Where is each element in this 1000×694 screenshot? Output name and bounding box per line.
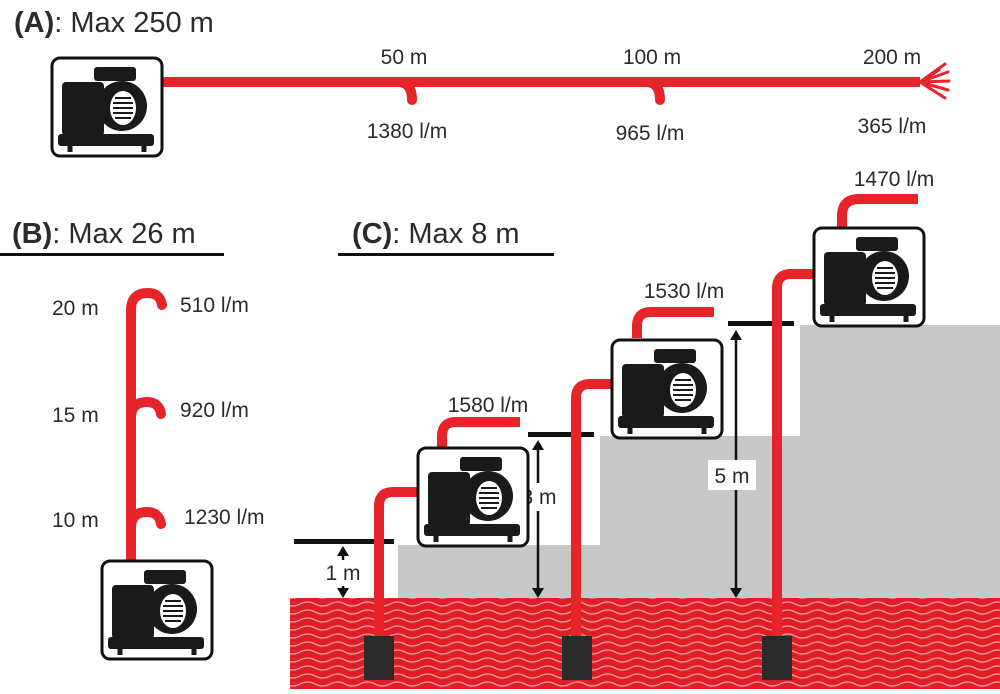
stepped-terrain [398,325,1000,600]
section-a-max: : Max 250 m [54,7,214,39]
level-bar-2 [528,432,594,437]
section-b-height-3: 10 m [52,509,99,532]
section-c-height-2: 3 m [521,486,556,509]
section-b-underline [0,253,224,256]
vertical-hose [126,287,167,580]
water-pump-icon [612,340,722,438]
section-c-flow-3: 1470 l/m [854,168,935,191]
section-c-flow-1: 1580 l/m [448,394,529,417]
section-a-flow-3: 365 l/m [858,115,927,138]
section-c-height-1: 1 m [325,562,360,585]
spray-nozzle-icon [918,62,951,100]
outlet-hose-1 [437,417,520,448]
section-c-max: : Max 8 m [392,218,519,250]
suction-hose-2 [571,379,616,645]
tap-15m [126,396,166,423]
water-pump-icon [418,448,528,546]
outlet-hose-2 [632,307,714,338]
section-b-height-2: 15 m [52,404,99,427]
section-b-letter: (B) [12,218,52,250]
water-waves [290,598,1000,689]
tap-50 [393,77,417,105]
level-bar-3 [728,321,794,326]
section-b-flow-1: 510 l/m [180,294,249,317]
section-c: (C): Max 8 m 1 m [290,168,1000,689]
section-b: (B): Max 26 m 20 m 15 m 10 m 510 l/m 920… [0,218,265,659]
height-label-box-1 [318,560,364,586]
section-a-letter: (A) [14,7,54,39]
strainer-icon [364,636,394,680]
water-pump-icon [814,228,924,326]
section-b-height-1: 20 m [52,297,99,320]
strainer-icon [762,636,792,680]
level-bar-1 [294,539,394,544]
section-a-heading: (A): Max 250 m [14,7,214,39]
section-b-heading: (B): Max 26 m [12,218,196,250]
section-b-flow-3: 1230 l/m [184,506,265,529]
tap-10m [126,506,166,533]
water-pump-icon [102,561,212,659]
section-a-distance-1: 50 m [381,46,428,69]
section-c-flow-2: 1530 l/m [644,280,725,303]
strainer-icon [562,636,592,680]
section-a-flow-1: 1380 l/m [367,120,448,143]
section-c-heading: (C): Max 8 m [352,218,520,250]
section-a-distance-2: 100 m [623,46,681,69]
suction-hose-1 [374,487,420,645]
section-a-flow-2: 965 l/m [616,122,685,145]
suction-hose-3 [772,269,820,645]
water-pump-icon [52,58,162,156]
tap-100 [641,77,665,105]
section-a: (A): Max 250 m 50 m 100 m 200 m 1380 l/m… [14,7,951,156]
section-a-distance-3: 200 m [863,46,921,69]
outlet-hose-3 [837,194,918,228]
height-label-box-3 [708,460,756,490]
section-b-flow-2: 920 l/m [180,399,249,422]
double-arrow-icon [532,440,544,598]
section-c-underline [338,253,554,256]
section-c-height-3: 5 m [714,465,749,488]
section-c-letter: (C) [352,218,392,250]
section-b-max: : Max 26 m [52,218,195,250]
